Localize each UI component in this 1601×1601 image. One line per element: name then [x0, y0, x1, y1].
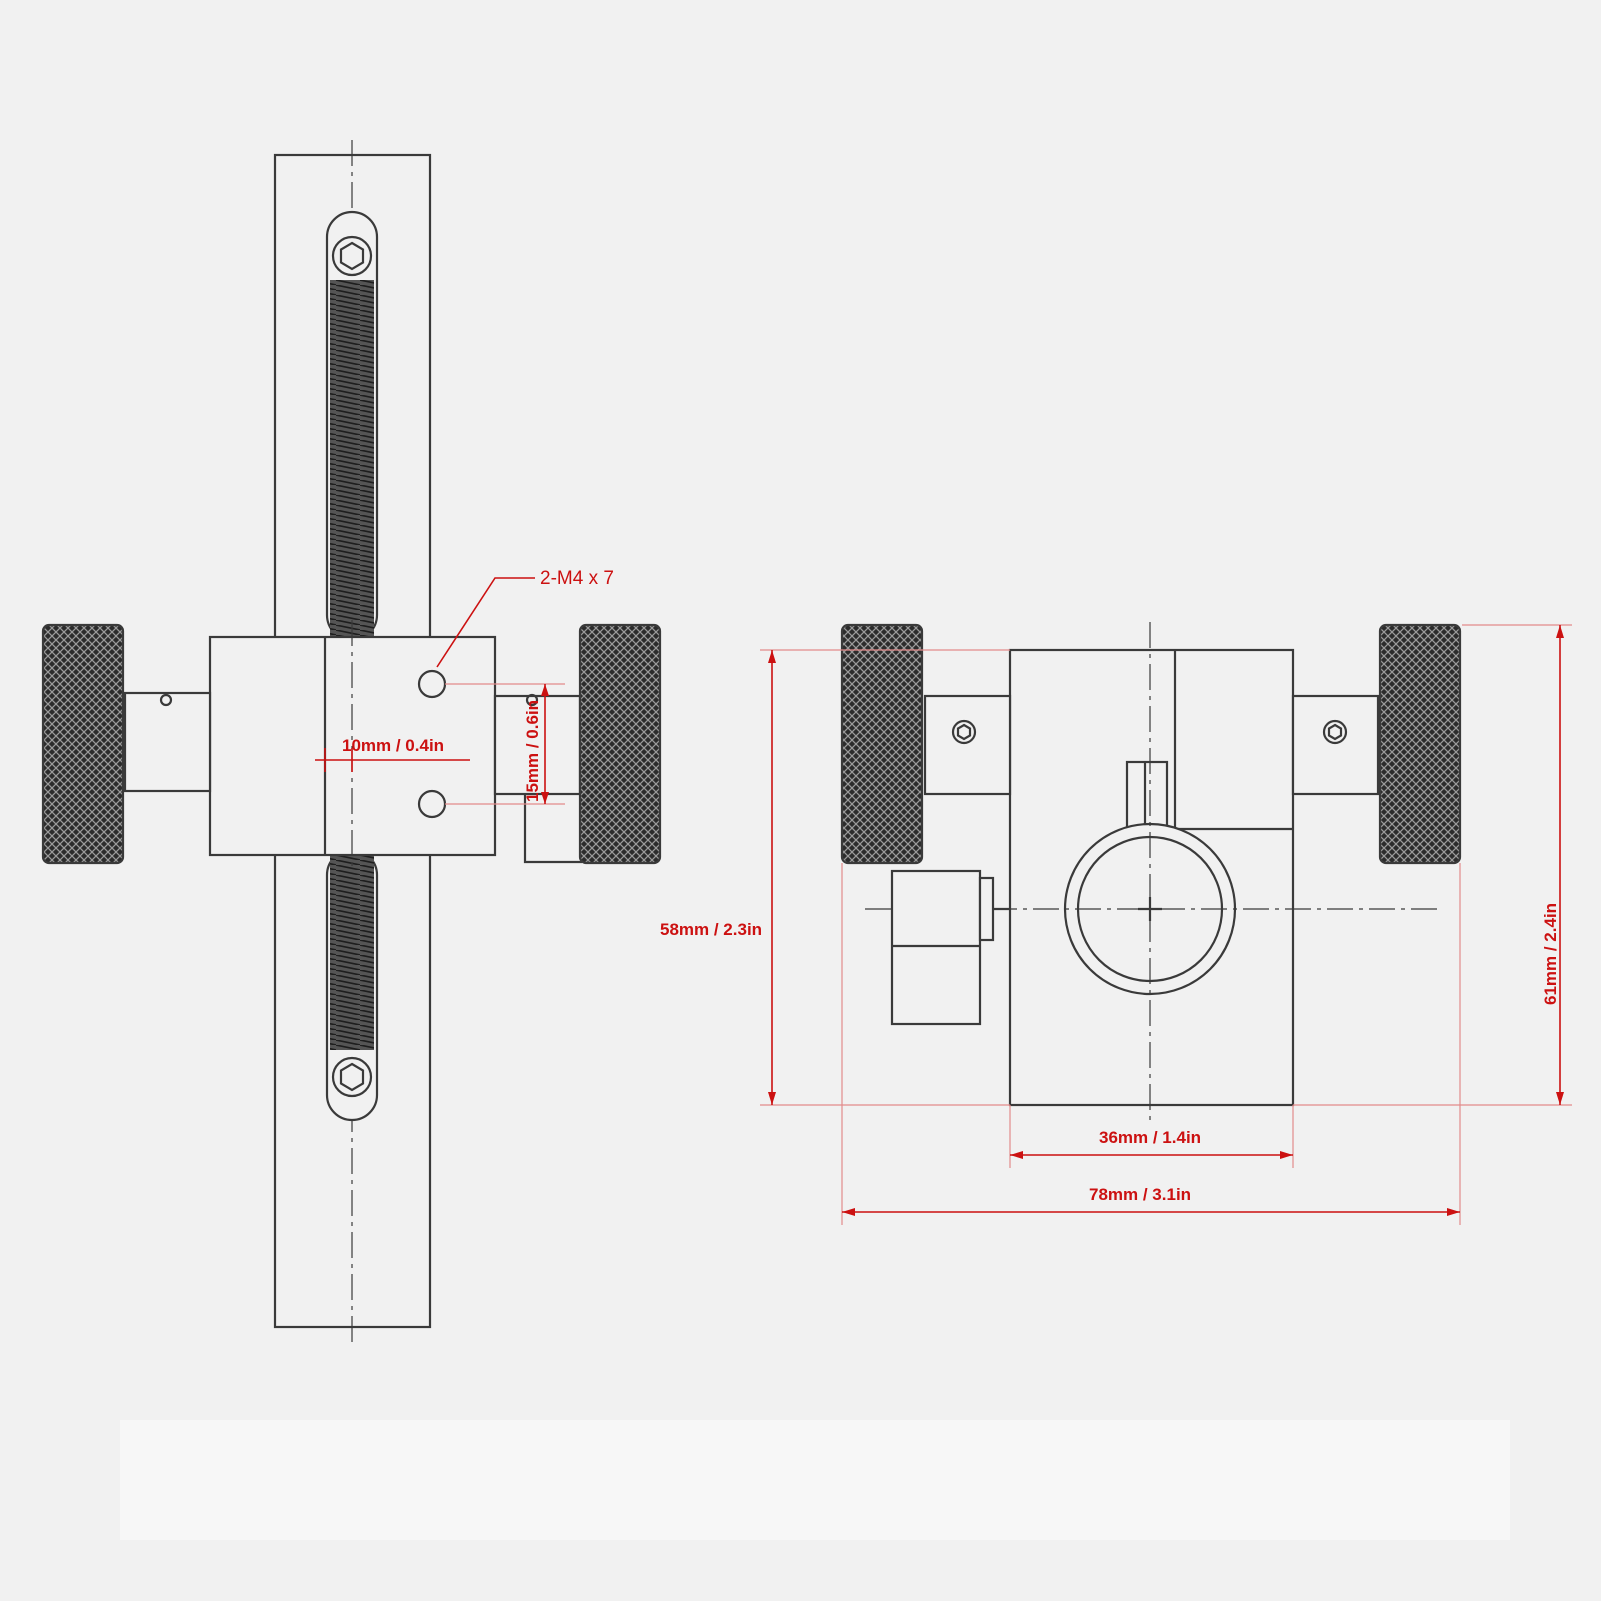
side-left-knurled-knob [840, 623, 924, 865]
right-bracket-step [523, 794, 582, 864]
body-width-label: 36mm / 1.4in [1099, 1128, 1201, 1147]
side-dimensions [760, 624, 1572, 1225]
front-dimensions [315, 577, 565, 805]
slot-height-label: 15mm / 0.6in [523, 700, 542, 802]
overall-width-label: 78mm / 3.1in [1089, 1185, 1191, 1204]
side-left-shaft [923, 694, 1012, 796]
side-right-shaft [1291, 694, 1380, 796]
left-shaft-screw [159, 693, 173, 707]
right-shaft-screw [525, 693, 539, 707]
lower-hex-socket-icon [339, 1062, 365, 1092]
hole-callout-leader [436, 577, 535, 668]
side-left-hex-screw [951, 719, 977, 745]
upper-hex-screw [331, 235, 373, 277]
body-height-label: 58mm / 2.3in [660, 920, 762, 939]
side-left-hex-socket-icon [956, 723, 972, 741]
left-knurled-knob [41, 623, 125, 865]
side-right-hex-socket-icon [1327, 723, 1343, 741]
side-right-knurled-knob [1378, 623, 1462, 865]
side-view [840, 622, 1462, 1120]
hole-spacing-label: 10mm / 0.4in [342, 736, 444, 755]
side-lock-block [890, 869, 982, 1026]
mounting-hole-top [417, 669, 447, 699]
mounting-hole-bottom [417, 789, 447, 819]
overall-height-label: 61mm / 2.4in [1541, 903, 1560, 1005]
hole-callout-label: 2-M4 x 7 [540, 568, 614, 589]
lower-band [120, 1420, 1510, 1540]
right-knurled-knob [578, 623, 662, 865]
side-lock-screw [978, 876, 995, 942]
upper-hex-socket-icon [339, 241, 365, 271]
lower-thread [330, 850, 374, 1050]
left-shaft [123, 691, 212, 793]
side-right-hex-screw [1322, 719, 1348, 745]
upper-thread [330, 280, 374, 640]
right-shaft [493, 694, 582, 796]
lower-hex-screw [331, 1056, 373, 1098]
front-view [41, 140, 662, 1345]
